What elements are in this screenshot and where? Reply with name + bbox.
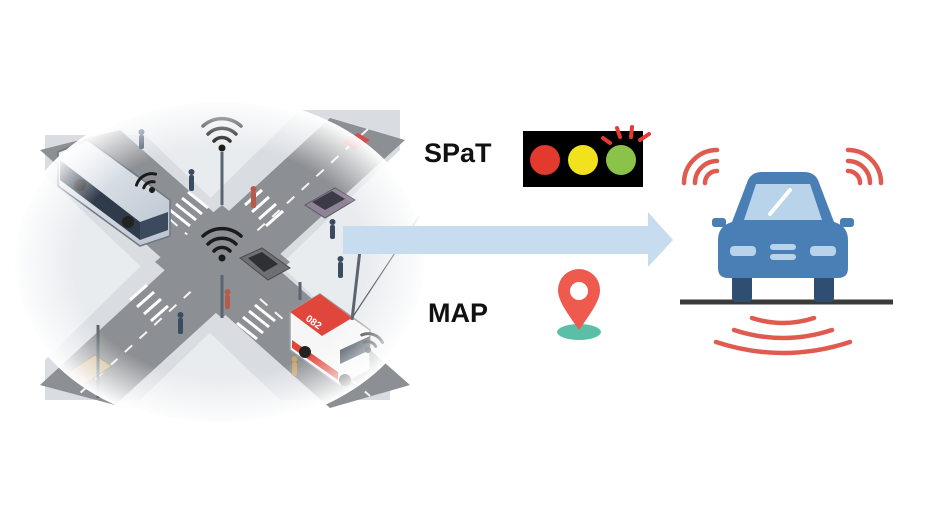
connected-car-icon — [680, 147, 893, 356]
signal-waves-bottom — [713, 315, 853, 356]
map-label: MAP — [428, 298, 488, 328]
traffic-light-icon — [523, 125, 651, 187]
intersection-illustration: 082 — [10, 97, 430, 427]
vignette — [10, 97, 430, 427]
arrow-right-icon — [343, 212, 673, 267]
spat-label: SPaT — [424, 138, 492, 168]
signal-waves-left — [681, 147, 720, 186]
signal-waves-right — [845, 147, 884, 186]
map-pin-icon — [557, 269, 601, 340]
